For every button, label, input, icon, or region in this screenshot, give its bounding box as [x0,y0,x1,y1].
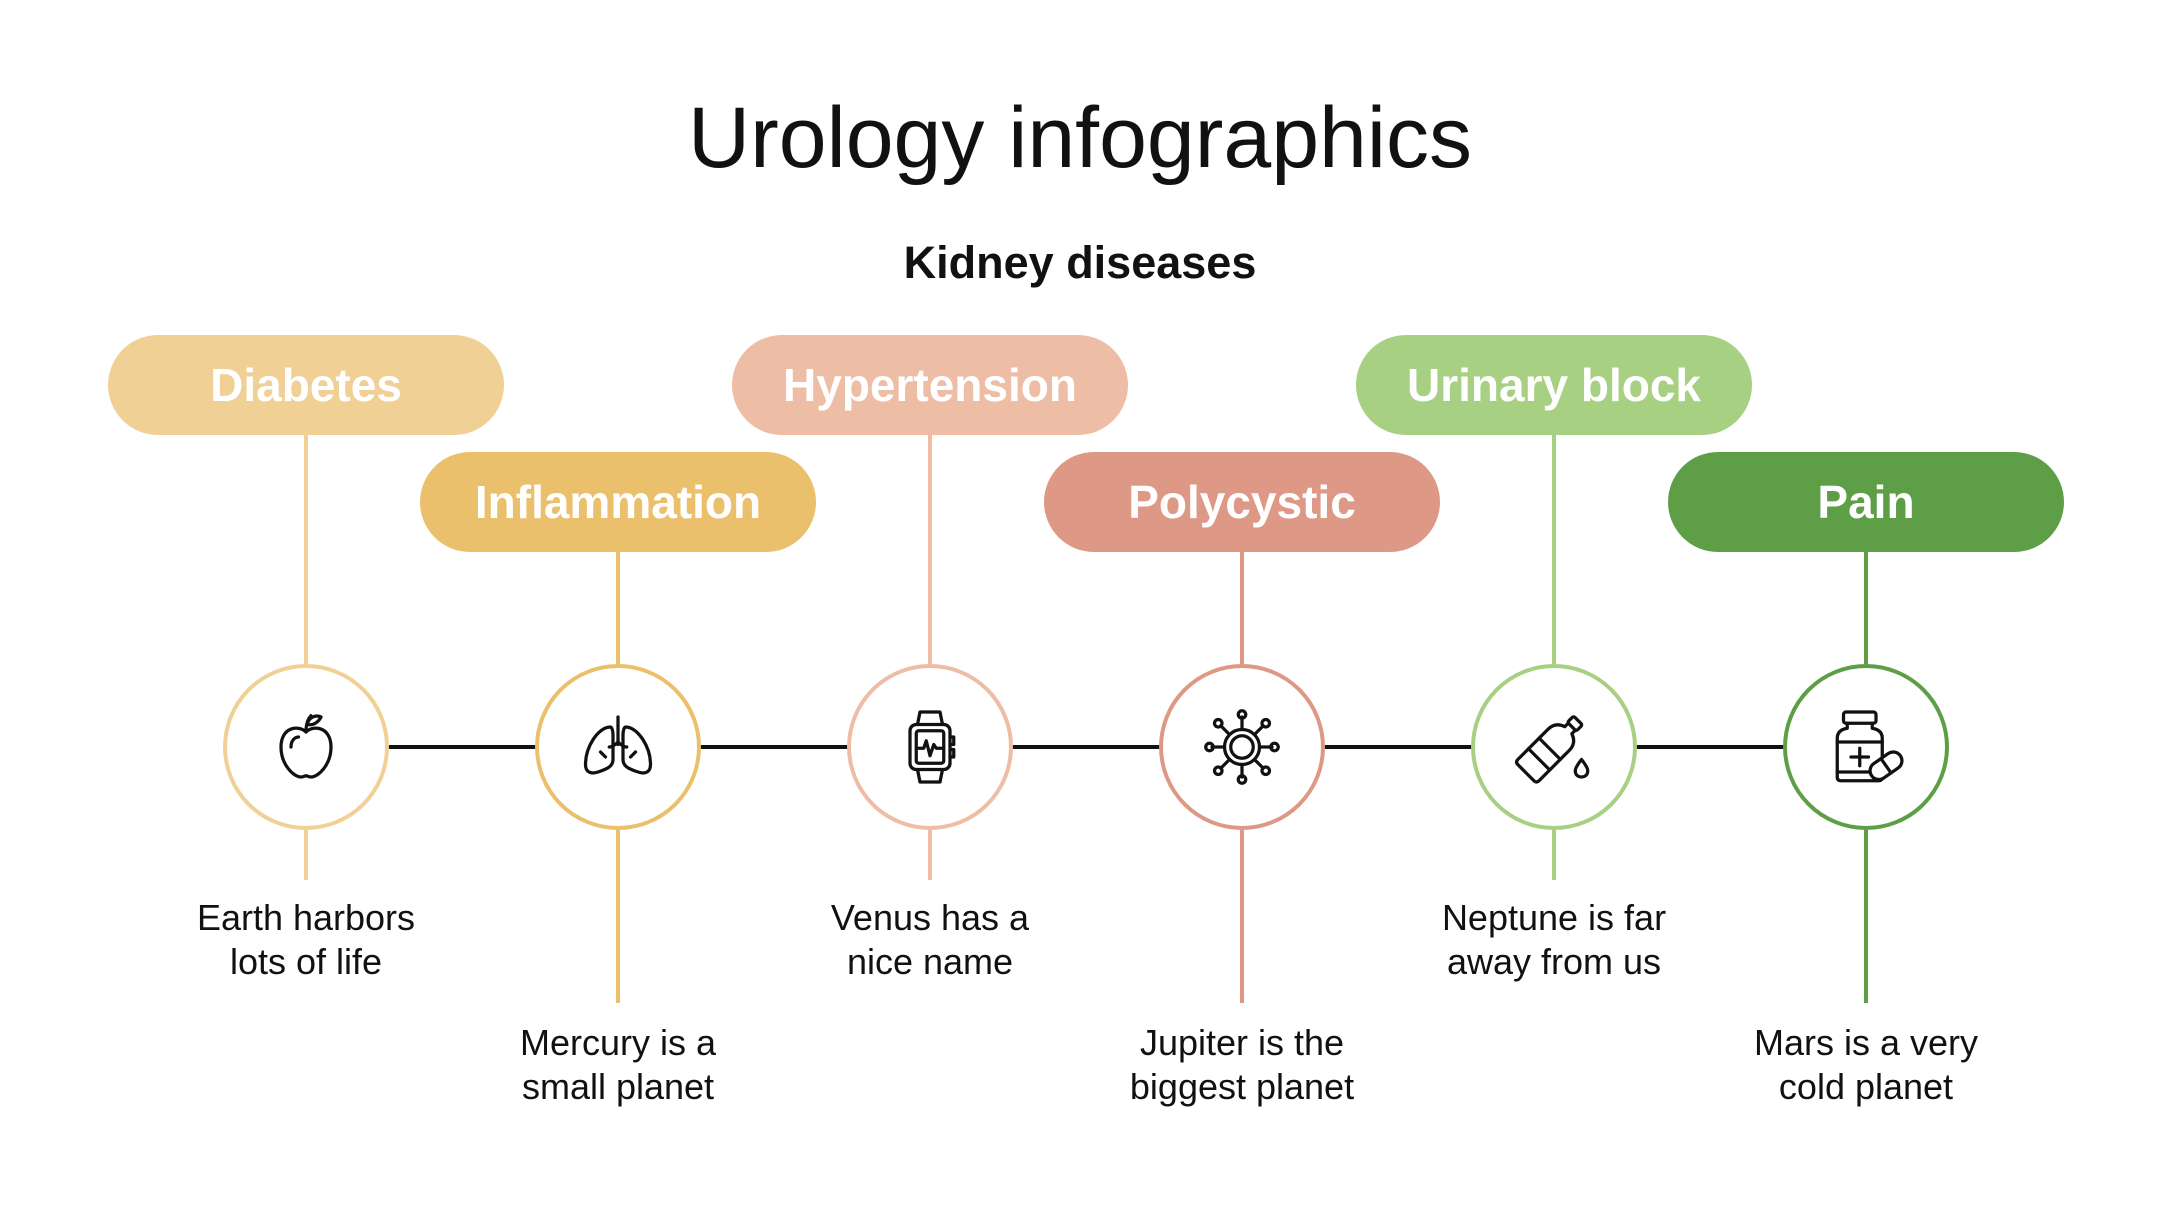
label-pill-polycystic: Polycystic [1044,452,1440,552]
pills-icon [1835,710,1904,783]
description-line: Neptune is far [1441,897,1667,938]
connector-bottom [1552,830,1556,880]
icon-circle [1159,664,1325,830]
icon-circle [847,664,1013,830]
icon-circle [1471,664,1637,830]
step-description: Neptune is far away from us [1384,896,1724,984]
page-subtitle: Kidney diseases [903,237,1257,288]
connector-bottom [928,830,932,880]
connector-bottom [304,830,308,880]
step-description: Mars is a very cold planet [1696,1021,2036,1109]
smartwatch-icon [908,710,956,784]
bottle-icon [1514,715,1590,784]
description-line: biggest planet [1129,1066,1355,1107]
icon-circle [1783,664,1949,830]
label-pill-urinary-block: Urinary block [1356,335,1752,435]
connector-top [1552,435,1556,664]
connector-top [928,435,932,664]
icon-circle [535,664,701,830]
label-pill-diabetes: Diabetes [108,335,504,435]
icon-circle [223,664,389,830]
apple-icon [279,714,333,779]
description-line: away from us [1446,941,1662,982]
connector-bottom [616,830,620,1003]
label-pill-inflammation: Inflammation [420,452,816,552]
page-title: Urology infographics [688,90,1472,186]
connector-bottom [1240,830,1244,1003]
step-description: Mercury is a small planet [448,1021,788,1109]
connector-top [616,552,620,664]
lungs-icon [583,715,653,775]
description-line: small planet [521,1066,715,1107]
step-description: Venus has a nice name [760,896,1100,984]
timeline-line [306,745,1866,749]
step-description: Earth harbors lots of life [136,896,476,984]
description-line: Jupiter is the [1139,1022,1345,1063]
label-pill-hypertension: Hypertension [732,335,1128,435]
description-line: Mercury is a [519,1022,717,1063]
description-line: Venus has a [830,897,1030,938]
connector-top [1240,552,1244,664]
description-line: Mars is a very [1753,1022,1979,1063]
step-description: Jupiter is the biggest planet [1072,1021,1412,1109]
virus-icon [1204,709,1280,785]
connector-bottom [1864,830,1868,1003]
label-pill-pain: Pain [1668,452,2064,552]
connector-top [304,435,308,664]
description-line: cold planet [1778,1066,1954,1107]
description-line: Earth harbors [196,897,416,938]
description-line: nice name [846,941,1014,982]
description-line: lots of life [229,941,383,982]
connector-top [1864,552,1868,664]
